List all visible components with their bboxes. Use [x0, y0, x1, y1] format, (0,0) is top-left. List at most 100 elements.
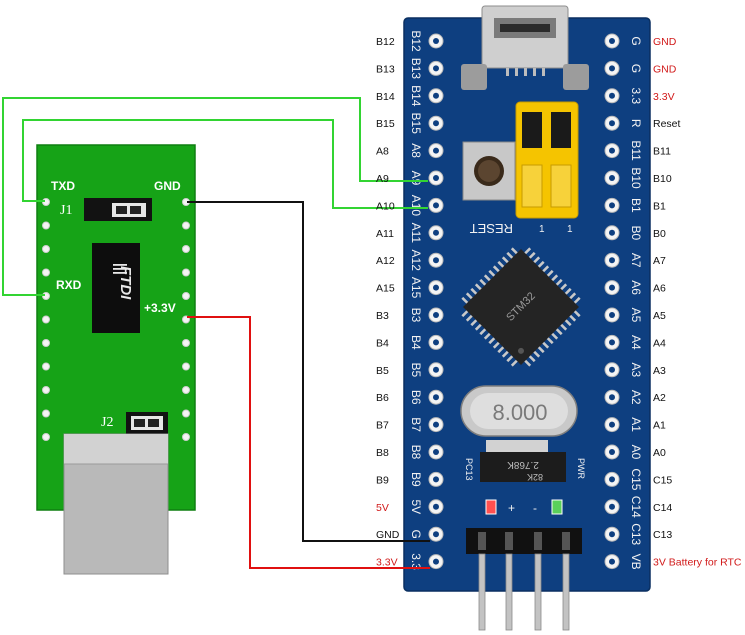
pin-label-left: A9 — [376, 173, 389, 185]
stm32-holes-left — [428, 33, 444, 570]
mcu-pin — [528, 251, 536, 259]
stm32-silk-right-label: A4 — [629, 335, 643, 350]
mcu-pin — [492, 265, 500, 273]
stm32-silk-right-label: A3 — [629, 362, 643, 377]
wires — [2, 97, 430, 569]
ftdi-logo-icon — [113, 264, 127, 274]
stm32-hole-right-center — [609, 284, 615, 291]
ftdi-hole — [182, 245, 190, 253]
pin-label-right: A6 — [653, 283, 666, 295]
stm32-silk-left-label: B4 — [409, 335, 423, 350]
ftdi-hole — [182, 292, 190, 300]
regulator — [480, 452, 566, 482]
mcu-pin — [479, 278, 487, 286]
mcu-pin — [492, 341, 500, 349]
pin-label-right: A4 — [653, 337, 666, 349]
mcu-pin — [560, 283, 568, 291]
mcu-pin — [483, 332, 491, 340]
bottom-header-pin-base — [534, 532, 542, 550]
pin-label-right: C14 — [653, 502, 672, 514]
stm32-silk-right-label: R — [629, 119, 643, 128]
stm32-hole-right-center — [609, 339, 615, 346]
pwr-led — [551, 499, 563, 515]
wire-3v3 — [187, 316, 430, 569]
rxd-label: RXD — [56, 278, 82, 292]
stm32-silk-left-label: B5 — [409, 362, 423, 377]
pin-label-left: A12 — [376, 255, 395, 267]
stm32-silk-left-label: B13 — [409, 58, 423, 80]
stm32-hole-left-center — [433, 421, 439, 428]
ftdi-hole — [182, 268, 190, 277]
mcu-pin — [470, 319, 478, 327]
mcu-pin — [537, 346, 545, 354]
mcu-pin — [533, 350, 541, 358]
mcu-pin — [501, 350, 509, 358]
stm32-hole-left-center — [433, 312, 439, 318]
mcu-pin — [573, 310, 581, 318]
stm32-silk-left-label: B6 — [409, 390, 423, 405]
pin-label-left: GND — [376, 529, 400, 541]
stm32-hole-right-center — [609, 257, 615, 264]
mcu-pin — [533, 256, 541, 264]
ftdi-hole — [42, 362, 50, 371]
mcu-pin — [573, 296, 581, 304]
pin-label-right: B10 — [653, 173, 672, 185]
ftdi-holes-right — [182, 198, 190, 441]
pin-label-right: C13 — [653, 529, 672, 541]
boot1-jumper[interactable] — [551, 112, 571, 148]
stm32-silk-left-label: A11 — [409, 223, 423, 244]
bottom-header-pin — [478, 553, 486, 631]
stm32-hole-left-center — [433, 476, 439, 483]
stm32-hole-left-center — [433, 38, 439, 44]
ftdi-chip — [92, 243, 140, 333]
stm32-silk-right-label: VB — [629, 554, 643, 570]
pin-label-right: GND — [653, 63, 677, 75]
stm32-hole-left-center — [433, 65, 439, 72]
pin-label-right: 3.3V — [653, 91, 675, 103]
stm32-hole-right-center — [609, 503, 615, 510]
stm32-silk-left-label: B14 — [409, 85, 423, 107]
pin-label-right: A0 — [653, 447, 666, 459]
jumper-mark-2: 1 — [567, 224, 573, 235]
ftdi-holes-left — [42, 198, 50, 441]
boot0-jumper[interactable] — [522, 112, 542, 148]
j1-label: J1 — [60, 203, 72, 218]
j1-pad-left — [116, 206, 127, 214]
mcu-pin — [546, 269, 554, 277]
pin-label-left: B6 — [376, 392, 389, 404]
bottom-header-pin — [562, 553, 570, 631]
boot1-header — [550, 164, 572, 208]
mcu-pin — [569, 292, 577, 300]
mcu-pin — [506, 251, 514, 259]
mcu-pin — [483, 274, 491, 282]
mcu-pin — [461, 296, 469, 304]
pin-label-left: B12 — [376, 36, 395, 48]
reset-button-cap-inner[interactable] — [478, 160, 500, 182]
pin-label-left: B7 — [376, 420, 389, 432]
mcu-chip: STM32 — [461, 247, 581, 367]
mcu-pin — [546, 337, 554, 345]
stm32-silk-right-label: B11 — [629, 140, 643, 161]
bottom-header-pin-base — [478, 532, 486, 550]
stm32-silk-right-label: A6 — [629, 280, 643, 295]
pin-label-right: C15 — [653, 474, 672, 486]
stm32-hole-left-center — [433, 503, 439, 510]
stm32-silk-left-label: B8 — [409, 445, 423, 460]
stm32-hole-right-center — [609, 449, 615, 455]
ftdi-hole — [42, 409, 50, 418]
bottom-header-pin — [534, 553, 542, 631]
stm32-pin-labels-right: GNDGND3.3VResetB11B10B1B0A7A6A5A4A3A2A1A… — [653, 36, 742, 569]
stm32-silk-left-label: A9 — [409, 171, 423, 186]
j2-pad-right — [148, 419, 159, 427]
mcu-pin — [506, 355, 514, 363]
led-plus-left: + — [508, 501, 515, 515]
pin-label-left: B5 — [376, 365, 389, 377]
pin-label-right: A5 — [653, 310, 666, 322]
stm32-silk-left-label: B9 — [409, 472, 423, 487]
bottom-header-pin-base — [505, 532, 513, 550]
stm32-silk-left-label: A12 — [409, 250, 423, 272]
mcu-pin — [551, 274, 559, 282]
ftdi-hole — [182, 221, 190, 230]
mcu-chip-body — [463, 249, 579, 365]
